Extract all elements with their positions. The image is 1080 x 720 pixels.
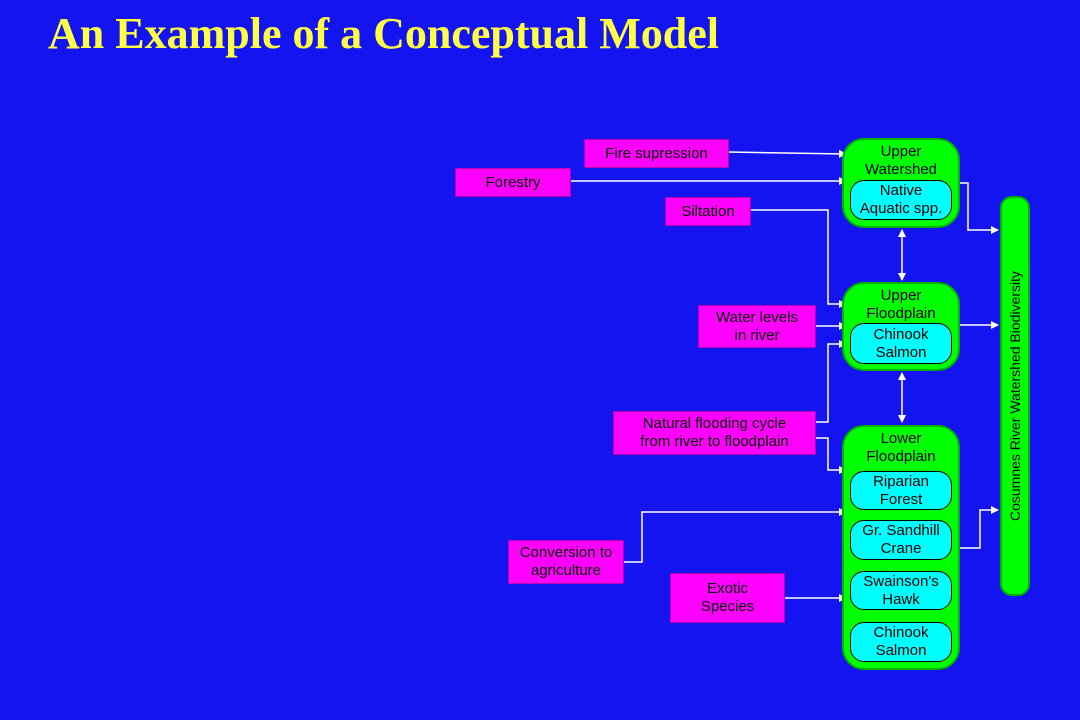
outcome-label: Cosumnes River Watershed Biodiversity xyxy=(1007,270,1023,522)
arrow-watershed-to-biodiversity xyxy=(958,182,999,234)
arrow-fire xyxy=(728,149,847,158)
driver-conversion-agriculture: Conversion to agriculture xyxy=(508,540,624,584)
species-chinook-salmon-upper: Chinook Salmon xyxy=(850,323,952,364)
arrow-flooding-upper xyxy=(816,340,847,423)
species-swainsons-hawk: Swainson's Hawk xyxy=(850,571,952,610)
species-native-aquatic: Native Aquatic spp. xyxy=(850,180,952,220)
arrow-siltation xyxy=(751,209,847,308)
driver-water-levels: Water levels in river xyxy=(698,305,816,348)
species-chinook-salmon-lower: Chinook Salmon xyxy=(850,622,952,662)
page-title: An Example of a Conceptual Model xyxy=(48,9,719,58)
species-sandhill-crane: Gr. Sandhill Crane xyxy=(850,520,952,560)
driver-fire-supression: Fire supression xyxy=(584,139,729,168)
arrow-flooding-lower xyxy=(816,437,847,474)
zone-label-upper-watershed: Upper Watershed xyxy=(865,143,937,178)
arrow-lowerfloodplain-to-biodiversity xyxy=(958,506,999,549)
zone-label-lower-floodplain: Lower Floodplain xyxy=(866,430,936,465)
zone-label-upper-floodplain: Upper Floodplain xyxy=(866,287,936,322)
driver-natural-flooding: Natural flooding cycle from river to flo… xyxy=(613,411,816,455)
species-riparian-forest: Riparian Forest xyxy=(850,471,952,510)
driver-siltation: Siltation xyxy=(665,197,751,226)
driver-forestry: Forestry xyxy=(455,168,571,197)
arrow-conversion xyxy=(624,508,847,563)
outcome-biodiversity: Cosumnes River Watershed Biodiversity xyxy=(1000,196,1030,596)
driver-exotic-species: Exotic Species xyxy=(670,573,785,623)
